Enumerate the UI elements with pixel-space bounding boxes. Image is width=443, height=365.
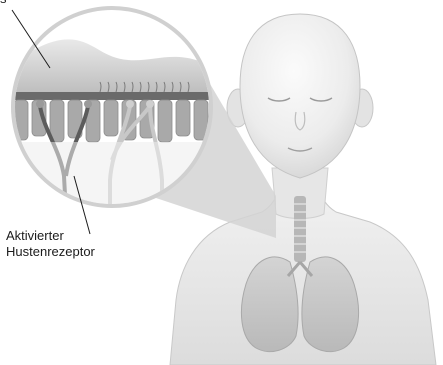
callout-label-receptor: Aktivierter Hustenrezeptor (6, 228, 95, 260)
receptor-label-line1: Aktivierter (6, 228, 95, 244)
receptor-label-line2: Hustenrezeptor (6, 244, 95, 260)
head (240, 14, 360, 178)
cilia-band (10, 92, 214, 100)
callout-label-top: s (0, 0, 7, 7)
